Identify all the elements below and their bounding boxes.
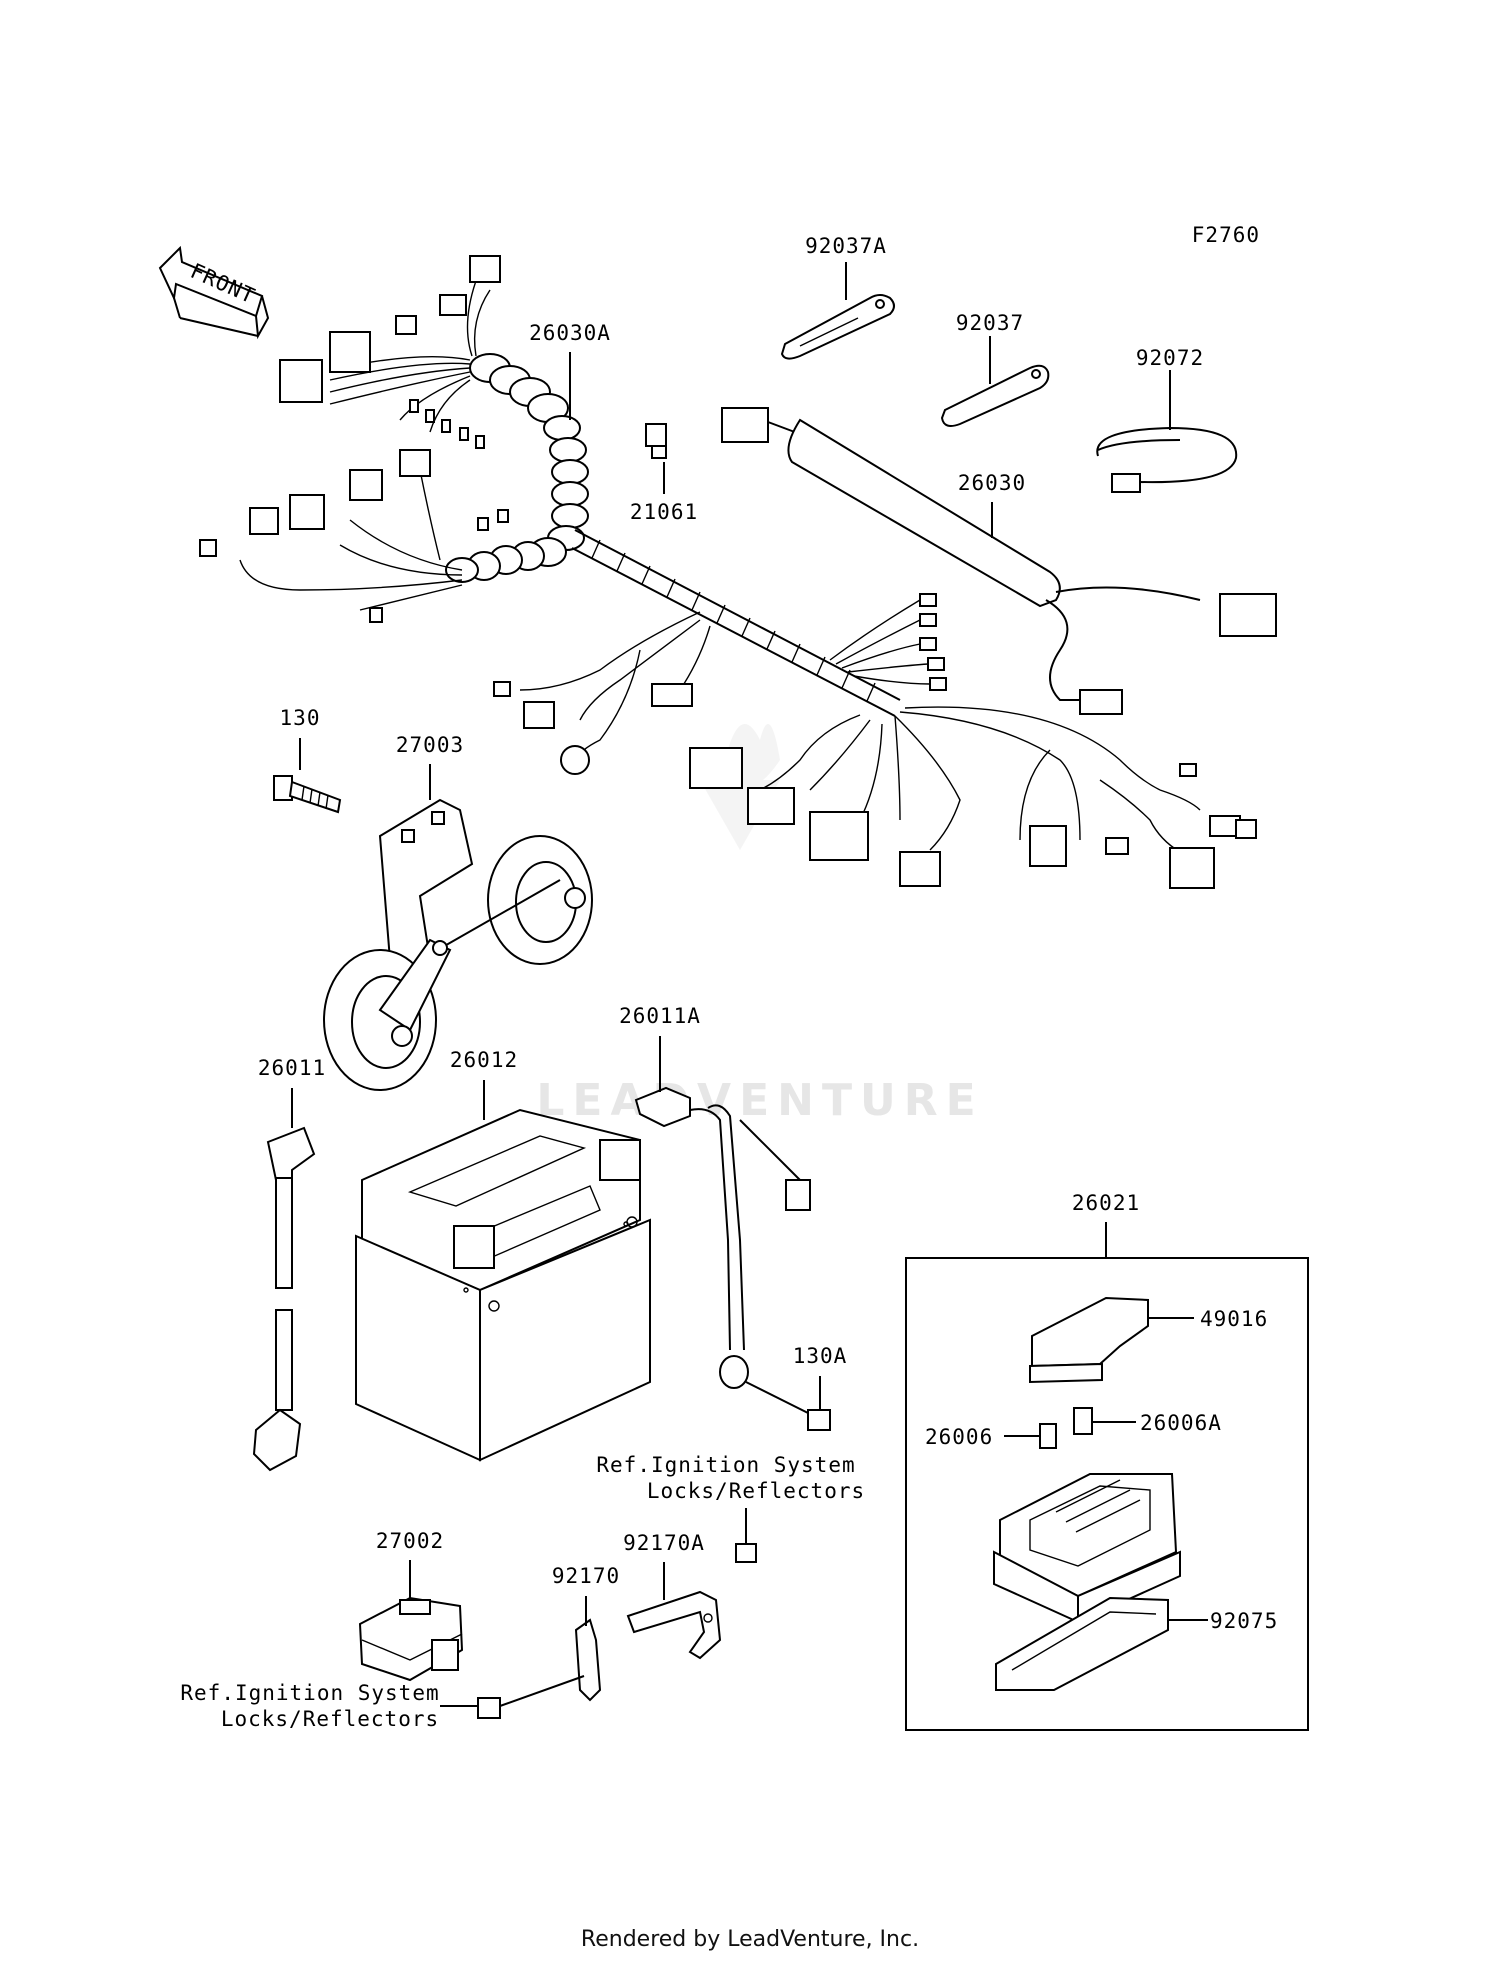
part-label-92170A: 92170A: [623, 1531, 705, 1555]
reference-note: Ref.Ignition System: [180, 1681, 439, 1705]
part-label-130: 130: [280, 706, 321, 730]
nut-part: [477, 1675, 585, 1719]
band-strap-part: [780, 294, 895, 360]
reference-note: Locks/Reflectors: [221, 1707, 439, 1731]
relay-part: [358, 1596, 464, 1682]
watermark-text: LEADVENTURE: [536, 1075, 983, 1126]
part-label-92072: 92072: [1136, 346, 1204, 370]
sub-wiring-harness: [721, 407, 1277, 715]
reference-note: Ref.Ignition System: [596, 1453, 855, 1477]
part-label-92170: 92170: [552, 1564, 620, 1588]
band-strap-part: [940, 364, 1050, 427]
part-label-26030A: 26030A: [529, 321, 611, 345]
clip-part: [645, 423, 667, 459]
fuse-box-cover: [1029, 1296, 1149, 1384]
bolt-part: [273, 775, 342, 814]
reference-note: Locks/Reflectors: [647, 1479, 865, 1503]
battery-part: [355, 1108, 651, 1462]
part-label-92037: 92037: [956, 311, 1024, 335]
bracket-part: [574, 1618, 602, 1702]
part-label-26030: 26030: [958, 471, 1026, 495]
part-label-26006: 26006: [925, 1425, 993, 1449]
battery-cable-part: [634, 1086, 811, 1389]
fuse-part: [1039, 1407, 1093, 1449]
main-wiring-harness: [199, 255, 1257, 889]
part-label-92037A: 92037A: [805, 234, 887, 258]
horn-assembly: [323, 798, 593, 1091]
battery-cable-part: [252, 1126, 316, 1472]
part-label-49016: 49016: [1200, 1307, 1268, 1331]
part-label-26011A: 26011A: [619, 1004, 701, 1028]
part-label-26011: 26011: [258, 1056, 326, 1080]
part-label-26012: 26012: [450, 1048, 518, 1072]
part-label-27002: 27002: [376, 1529, 444, 1553]
part-label-21061: 21061: [630, 500, 698, 524]
fuse-box-bottom-cover: [995, 1596, 1169, 1691]
part-label-26006A: 26006A: [1140, 1411, 1222, 1435]
part-label-26021: 26021: [1072, 1191, 1140, 1215]
bolt-part: [745, 1381, 831, 1431]
cable-tie-part: [1096, 426, 1238, 493]
diagram-code: F2760: [1192, 223, 1260, 247]
footer-credit: Rendered by LeadVenture, Inc.: [581, 1927, 919, 1952]
bracket-part: [626, 1543, 757, 1660]
front-arrow-icon: [158, 245, 270, 340]
part-label-130A: 130A: [793, 1344, 848, 1368]
part-label-92075: 92075: [1210, 1609, 1278, 1633]
part-label-27003: 27003: [396, 733, 464, 757]
